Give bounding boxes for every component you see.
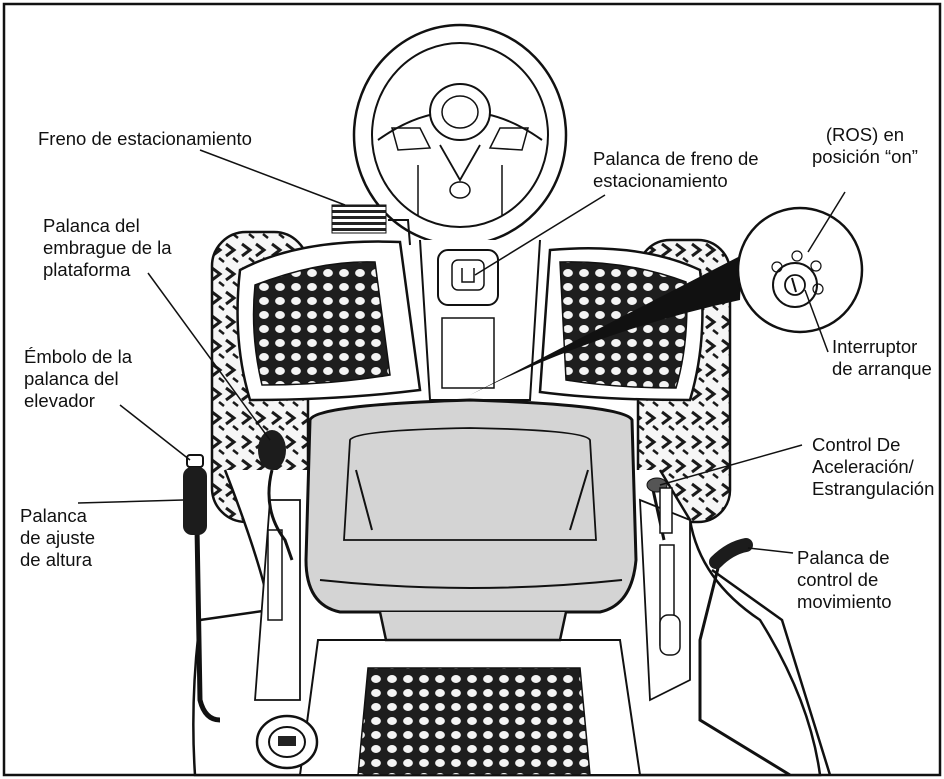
height-adjust-lever xyxy=(183,454,221,723)
label-parking-brake: Freno de estacionamiento xyxy=(38,128,252,149)
label-throttle-choke: Control De Aceleración/ Estrangulación xyxy=(812,434,935,499)
steering-wheel xyxy=(352,23,568,247)
operator-seat xyxy=(304,398,638,642)
motion-control-lever xyxy=(698,538,832,777)
leader-lines xyxy=(77,149,846,554)
label-height-adjust-lever: Palanca de ajuste de altura xyxy=(20,505,96,570)
parking-brake-pedal xyxy=(331,204,387,234)
label-ignition-switch: Interruptor de arranque xyxy=(832,336,932,379)
label-deck-clutch-lever: Palanca del embrague de la plataforma xyxy=(43,215,172,280)
label-ros-on: (ROS) en posición “on” xyxy=(812,124,918,167)
throttle-choke-lever xyxy=(646,477,673,541)
label-parking-brake-lever: Palanca de freno de estacionamiento xyxy=(593,148,759,191)
label-motion-control-lever: Palanca de control de movimiento xyxy=(797,547,892,612)
label-lift-plunger: Émbolo de la palanca del elevador xyxy=(24,346,132,411)
deck-clutch-lever xyxy=(258,430,294,561)
ignition-detail-circle xyxy=(470,206,864,395)
